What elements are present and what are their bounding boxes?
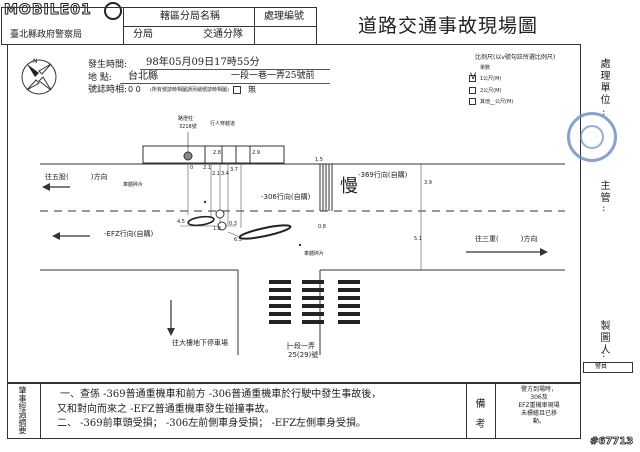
debris-label-2: 車體碎片 [304, 251, 325, 257]
remark-label: 備考 [473, 398, 484, 438]
place-city: 台北縣 [128, 71, 158, 82]
dim-top-3: 3.4 [221, 171, 229, 177]
signal-value: 0 0 [128, 85, 141, 94]
scale-unit-label: 單數 [480, 65, 491, 71]
slow-road-marking: 慢 [340, 176, 358, 197]
unit-label: 處理單位 [598, 58, 609, 106]
main-label: 主管 [598, 180, 609, 204]
jurisdiction-label: 轄區分局名稱 [160, 11, 220, 22]
page-title: 道路交通事故現場圖 [358, 15, 539, 37]
summary-line-1: 一、查係 -369普通重機車和前方 -306普通重機車於行駛中發生事故後， [60, 389, 382, 400]
pole-label: 路燈柱 [178, 116, 194, 122]
dim-5-1: 5.1 [414, 236, 422, 242]
official-stamp [567, 112, 617, 162]
place-road: 一段一巷一弄25號前 [231, 71, 315, 81]
dim-top-2: 2.1 [212, 171, 220, 177]
scale-option-1: 1公尺(M) [480, 76, 502, 82]
watermark-logo: MOBILE01 [4, 2, 92, 18]
dim-4-5: 4.5 [177, 219, 185, 225]
place-label: 地 點: [88, 73, 112, 83]
footer-id: #67713 [590, 436, 634, 447]
dim-1-5: 1.5 [315, 157, 323, 163]
dim-top-5: 2.8 [213, 150, 221, 156]
case-no-label: 處理編號 [264, 11, 304, 22]
scale-check-mark: V [470, 72, 477, 82]
traffic-squad-label: 交通分隊 [203, 29, 243, 40]
svg-text:N: N [33, 58, 38, 65]
vehicle-306-label: -306行向(自購) [261, 193, 311, 201]
signal-label: 號誌時相: [88, 85, 128, 95]
remark-text: 警方到場時， 306及 EFZ重機車現場 未標繪且已移 動。 [518, 386, 560, 425]
diagram-frame [7, 44, 581, 383]
dim-0-8: 0.8 [318, 224, 326, 230]
pole-id: 3218號 [179, 124, 197, 130]
signal-none-label: 無 [248, 85, 256, 94]
scale-option-3-checkbox [469, 98, 476, 105]
time-value: 98年05月09日17時55分 [146, 57, 260, 68]
compass-north-icon: N [14, 52, 64, 102]
vehicle-369-label: -369行向(自購) [358, 171, 408, 179]
ped-crossing-label: 行人穿越道 [210, 121, 236, 127]
dim-3-9: 3.9 [424, 180, 432, 186]
scale-option-1-checkbox [469, 75, 476, 82]
dim-0-3: 0.3 [229, 221, 237, 227]
time-label: 發生時間: [88, 60, 128, 70]
dim-6-5: 6.5 [234, 237, 242, 243]
scale-label: 比例尺(以v號勾註所選比例尺) [475, 54, 556, 61]
dim-top-1: 2.1 [203, 165, 211, 171]
signal-note: (所有號誌時相圖請另繪號誌時相圖) [150, 87, 229, 93]
scale-option-3: 其他__公尺(M) [480, 99, 514, 105]
dim-1-8: 1.8 [213, 226, 221, 232]
summary-section [7, 383, 581, 439]
scale-option-2: 2公尺(M) [480, 88, 502, 94]
debris-label-1: 車體碎片 [123, 182, 144, 188]
summary-line-3: 二、 -369前車頭受損； -306左前側車身受損； -EFZ左側車身受損。 [57, 418, 367, 429]
address-label: 一段一弄 [287, 342, 315, 350]
signal-none-checkbox [233, 86, 241, 94]
address-number: 25(29)號 [288, 351, 319, 359]
summary-side-label: 肇事經過摘要 [18, 386, 27, 434]
drawer-label: 製圖人 [598, 320, 609, 356]
direction-west-label: 往五股()方向 [45, 173, 108, 181]
org-name: 臺北縣政府警察局 [10, 30, 83, 40]
drawer-stamp [583, 362, 633, 373]
vehicle-efz-label: -EFZ行向(自購) [104, 230, 154, 238]
direction-south-label: 往大樓地下停車場 [172, 339, 228, 347]
branch-label: 分局 [133, 29, 153, 40]
dim-top-6: 2.9 [252, 150, 260, 156]
dim-top-0: 0 [190, 165, 194, 171]
summary-line-2: 又和對向而來之 -EFZ普通重機車發生碰撞事故。 [57, 404, 275, 415]
scale-option-2-checkbox [469, 87, 476, 94]
watermark-logo-circle [104, 2, 122, 20]
direction-east-label: 往三重()方向 [475, 235, 538, 243]
drawer-stamp-text: 警員 [595, 363, 608, 370]
dim-top-4: 3.7 [230, 167, 238, 173]
